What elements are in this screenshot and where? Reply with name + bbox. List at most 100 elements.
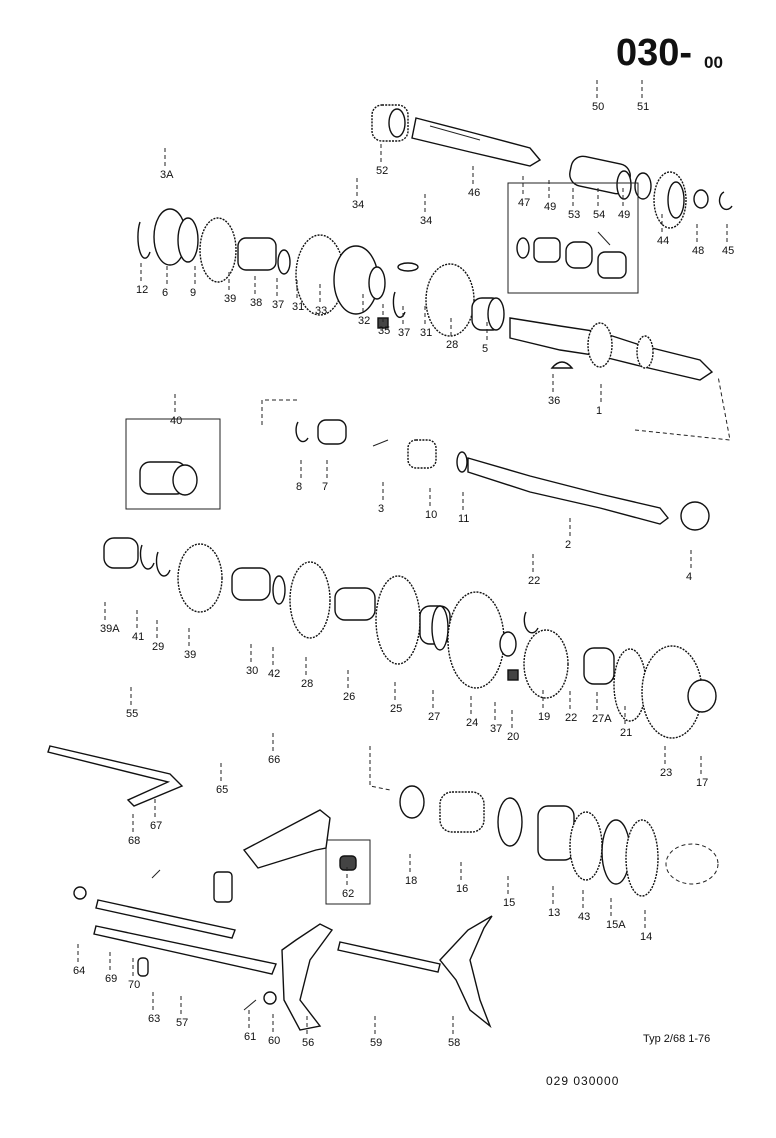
callout-label: 46 xyxy=(468,187,480,199)
kit-box-40 xyxy=(125,418,221,510)
callout-label: 33 xyxy=(315,305,327,317)
callout-label: 15 xyxy=(503,897,515,909)
callout-label: 36 xyxy=(548,395,560,407)
row4-right-parts xyxy=(369,746,719,897)
callout-label: 28 xyxy=(301,678,313,690)
kit-box-62 xyxy=(325,839,371,905)
callout-label: 49 xyxy=(544,201,556,213)
leader-arrow-8 xyxy=(261,399,300,425)
callout-label: 40 xyxy=(170,415,182,427)
callout-label: 22 xyxy=(528,575,540,587)
callout-label: 1 xyxy=(596,405,602,417)
callout-label: 31 xyxy=(292,301,304,313)
callout-label: 27 xyxy=(428,711,440,723)
callout-label: 52 xyxy=(376,165,388,177)
callout-label: 3 xyxy=(378,503,384,515)
callout-label: 22 xyxy=(565,712,577,724)
document-number: 029 030000 xyxy=(546,1074,620,1088)
callout-label: 4 xyxy=(686,571,692,583)
callout-label: 26 xyxy=(343,691,355,703)
callout-label: 48 xyxy=(692,245,704,257)
callout-label: 29 xyxy=(152,641,164,653)
callout-label: 3A xyxy=(160,169,174,181)
callout-label: 62 xyxy=(342,888,354,900)
callout-label: 31 xyxy=(420,327,432,339)
callout-label: 56 xyxy=(302,1037,314,1049)
callout-label: 50 xyxy=(592,101,604,113)
callout-label: 69 xyxy=(105,973,117,985)
part-45-circlip xyxy=(718,191,733,211)
callout-label: 23 xyxy=(660,767,672,779)
callout-label: 13 xyxy=(548,907,560,919)
callout-label: 67 xyxy=(150,820,162,832)
callout-label: 8 xyxy=(296,481,302,493)
part-44-gear xyxy=(653,171,687,229)
row4-left-parts xyxy=(73,809,493,1031)
callout-label: 6 xyxy=(162,287,168,299)
callout-label: 57 xyxy=(176,1017,188,1029)
callout-label: 58 xyxy=(448,1037,460,1049)
part-50-sleeve xyxy=(569,155,632,200)
page-subtitle: 00 xyxy=(704,53,723,72)
callout-label: 54 xyxy=(593,209,605,221)
row3-parts xyxy=(103,537,717,739)
kit-parts xyxy=(516,231,627,279)
callout-label: 66 xyxy=(268,754,280,766)
callout-label: 64 xyxy=(73,965,85,977)
callout-label: 55 xyxy=(126,708,138,720)
callout-label: 68 xyxy=(128,835,140,847)
callout-label: 30 xyxy=(246,665,258,677)
callout-label: 41 xyxy=(132,631,144,643)
callout-label: 18 xyxy=(405,875,417,887)
callout-label: 35 xyxy=(378,325,390,337)
callout-label: 47 xyxy=(518,197,530,209)
callout-label: 14 xyxy=(640,931,652,943)
part-1-main-shaft xyxy=(509,317,714,381)
callout-label: 10 xyxy=(425,509,437,521)
callout-label: 25 xyxy=(390,703,402,715)
callout-label: 39A xyxy=(100,623,120,635)
callout-label: 15A xyxy=(606,919,626,931)
row2-parts xyxy=(139,419,710,531)
callout-label: 37 xyxy=(490,723,502,735)
callout-label: 17 xyxy=(696,777,708,789)
callout-label: 39 xyxy=(184,649,196,661)
callout-label: 16 xyxy=(456,883,468,895)
callout-label: 44 xyxy=(657,235,669,247)
callout-label: 27A xyxy=(592,713,612,725)
part-52-gear xyxy=(371,104,409,142)
callout-label: 28 xyxy=(446,339,458,351)
part-51-ring xyxy=(634,172,652,200)
kit-box-47-54 xyxy=(507,182,639,294)
callout-label: 5 xyxy=(482,343,488,355)
callout-label: 39 xyxy=(224,293,236,305)
callout-label: 21 xyxy=(620,727,632,739)
callout-label: 61 xyxy=(244,1031,256,1043)
callout-label: 34 xyxy=(352,199,364,211)
callout-label: 60 xyxy=(268,1035,280,1047)
callout-label: 38 xyxy=(250,297,262,309)
part-36-key xyxy=(550,361,574,369)
callout-label: 19 xyxy=(538,711,550,723)
callout-label: 32 xyxy=(358,315,370,327)
row1-left-parts xyxy=(137,208,505,337)
callout-label: 34 xyxy=(420,215,432,227)
part-55-rod xyxy=(47,745,184,807)
callout-label: 24 xyxy=(466,717,478,729)
callout-label: 42 xyxy=(268,668,280,680)
callout-label: 37 xyxy=(272,299,284,311)
callout-label: 49 xyxy=(618,209,630,221)
leader-arrow-1 xyxy=(634,375,731,441)
callout-label: 53 xyxy=(568,209,580,221)
callout-label: 12 xyxy=(136,284,148,296)
callout-label: 70 xyxy=(128,979,140,991)
callout-label: 63 xyxy=(148,1013,160,1025)
callout-label: 2 xyxy=(565,539,571,551)
callout-label: 45 xyxy=(722,245,734,257)
callout-label: 51 xyxy=(637,101,649,113)
callout-label: 20 xyxy=(507,731,519,743)
part-48-washer xyxy=(693,189,709,209)
callout-label: 65 xyxy=(216,784,228,796)
